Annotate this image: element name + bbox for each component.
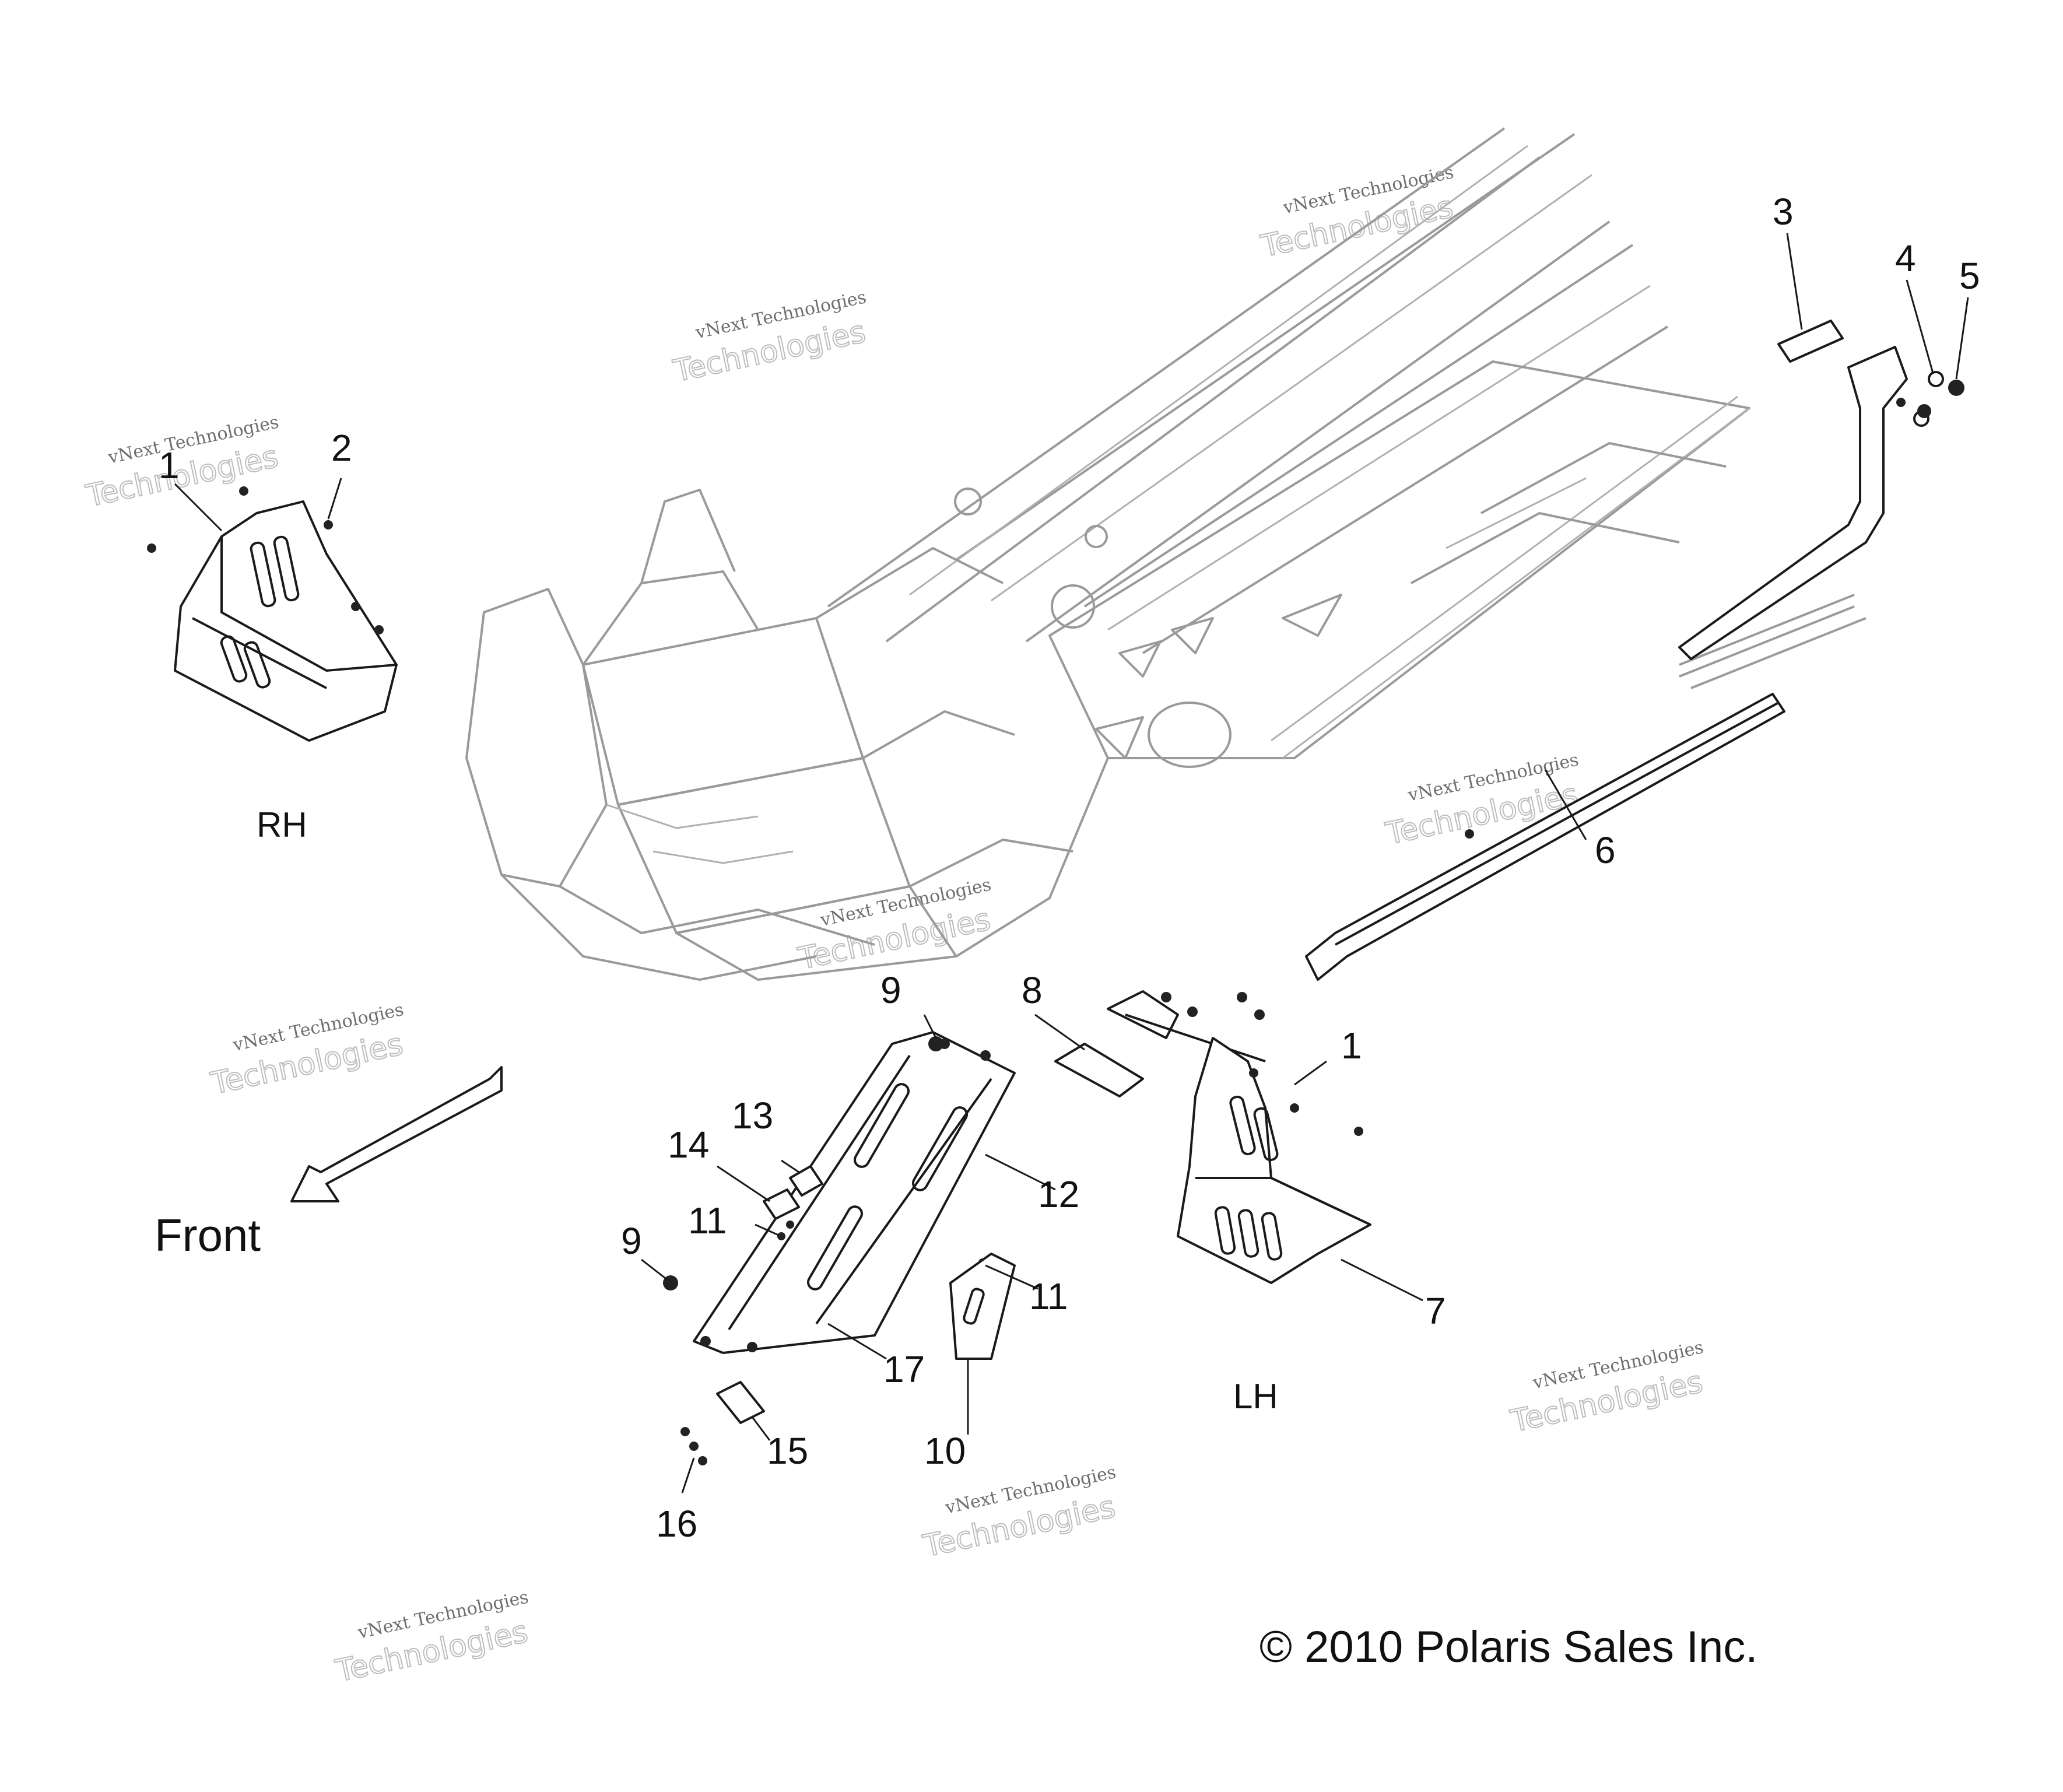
callout-12: 12 [1038, 1173, 1079, 1215]
watermark-r3c2: Technologies vNext Technologies [920, 1462, 1119, 1565]
part-5-nut [1917, 380, 1964, 418]
callout-3: 3 [1773, 191, 1794, 233]
part-16-fasteners [680, 1427, 707, 1465]
watermark-r3c3: Technologies vNext Technologies [1507, 1337, 1706, 1440]
callout-11-right: 11 [1029, 1275, 1068, 1317]
callout-4: 4 [1895, 237, 1916, 279]
part-3-rear-rail [1678, 346, 1908, 660]
callout-17: 17 [883, 1348, 925, 1390]
callout-numbers: 1 2 3 4 5 6 7 8 9 9 10 11 11 12 13 14 15… [159, 191, 1980, 1545]
callout-2: 2 [331, 427, 352, 469]
callout-1-lh: 1 [1341, 1025, 1362, 1067]
callout-14: 14 [668, 1124, 709, 1166]
part-4-washer [1913, 371, 1944, 427]
watermark-r1c1: Technologies vNext Technologies [82, 412, 282, 514]
callout-1-rh: 1 [159, 444, 180, 486]
lh-label: LH [1233, 1377, 1278, 1416]
part-13-bushing [789, 1165, 823, 1197]
watermark-r1c3: Technologies vNext Technologies [1257, 162, 1457, 265]
part-9-nut-top [928, 1036, 943, 1051]
part-14-bracket [763, 1188, 800, 1220]
callout-7: 7 [1425, 1290, 1446, 1332]
part-8-hinge [1054, 990, 1266, 1097]
watermark-r1c2: Technologies vNext Technologies [669, 287, 869, 390]
callout-13: 13 [732, 1095, 773, 1137]
callout-15: 15 [767, 1430, 808, 1472]
callout-8: 8 [1022, 969, 1043, 1011]
callout-16: 16 [656, 1503, 697, 1545]
callout-10: 10 [924, 1430, 966, 1472]
chassis-frame [465, 127, 1866, 981]
watermark-r2c1: Technologies vNext Technologies [207, 1000, 406, 1102]
part-6-rail [1305, 693, 1785, 981]
callout-9-top: 9 [880, 969, 901, 1011]
part-15-clip [716, 1381, 765, 1424]
copyright-text: © 2010 Polaris Sales Inc. [1259, 1622, 1757, 1672]
front-direction-arrow [290, 1066, 503, 1202]
part-1-rh-footwell-bracket [147, 486, 398, 742]
part-3-strap [1777, 320, 1844, 363]
leader-lines [174, 233, 1969, 1493]
watermark-group: Technologies vNext Technologies Technolo… [82, 162, 1706, 1690]
part-7-lh-footwell-bracket [1177, 1037, 1371, 1284]
front-label: Front [155, 1209, 261, 1261]
callout-5: 5 [1959, 255, 1980, 297]
part-10-bracket [949, 1253, 1016, 1360]
callout-9-left: 9 [621, 1220, 642, 1262]
callout-6: 6 [1595, 829, 1616, 871]
watermark-r3c1: Technologies vNext Technologies [332, 1587, 531, 1689]
rh-label: RH [257, 805, 307, 844]
callout-11-mid: 11 [688, 1200, 727, 1242]
